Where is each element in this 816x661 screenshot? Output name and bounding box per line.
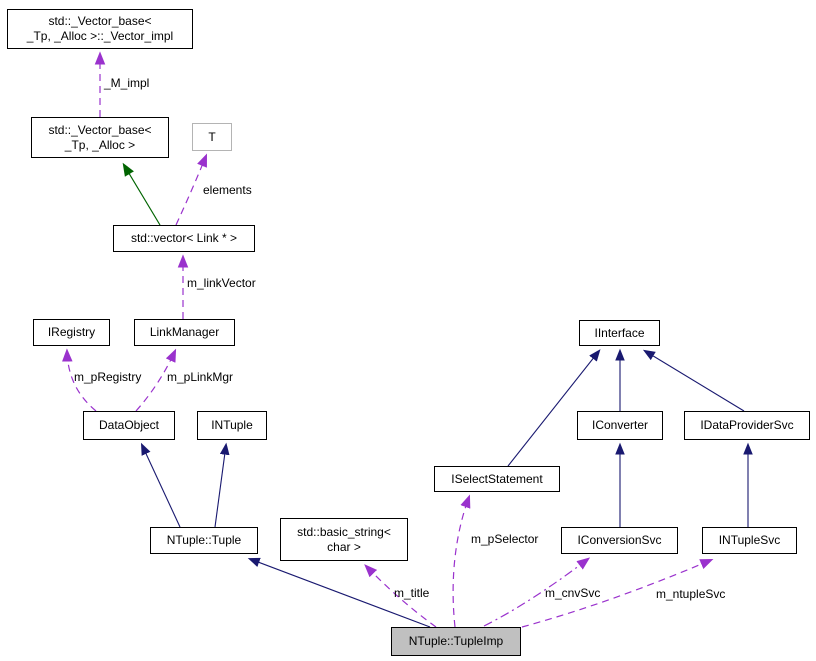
edge-label-m-ntuplesvc: m_ntupleSvc [656,587,726,601]
edge-tuple-to-dataobject [140,442,181,528]
edge-label-m-pregistry: m_pRegistry [74,370,142,384]
node-iregistry[interactable]: IRegistry [33,319,110,346]
edge-m-ntuplesvc [521,558,714,628]
edge-idps-to-iinterface [642,349,745,412]
edge-m-pselector [452,494,471,628]
node-dataobject[interactable]: DataObject [83,411,175,440]
edge-vector-to-vectorbase [122,162,161,226]
node-ntuple-tuple[interactable]: NTuple::Tuple [150,527,258,554]
node-ntuple-tupleimp[interactable]: NTuple::TupleImp [391,627,521,656]
edge-label-m-title: m_title [394,586,430,600]
edge-label-m-plinkmgr: m_pLinkMgr [167,370,234,384]
node-vector-impl[interactable]: std::_Vector_base< _Tp, _Alloc >::_Vecto… [7,9,193,49]
edge-m-pregistry [62,348,97,412]
edge-label-m-impl: _M_impl [104,76,150,90]
edge-label-m-cnvsvc: m_cnvSvc [545,586,601,600]
node-vector-link[interactable]: std::vector< Link * > [113,225,255,252]
node-template-t[interactable]: T [192,123,232,151]
node-vector-base[interactable]: std::_Vector_base< _Tp, _Alloc > [31,117,169,158]
node-iinterface[interactable]: IInterface [579,320,660,346]
node-basic-string[interactable]: std::basic_string< char > [280,518,408,561]
edge-label-m-linkvector: m_linkVector [187,276,256,290]
edge-elements [175,153,207,226]
node-linkmanager[interactable]: LinkManager [134,319,235,346]
node-iconversionsvc[interactable]: IConversionSvc [561,527,678,554]
edge-m-cnvsvc [483,557,591,627]
node-idataprovidersvc[interactable]: IDataProviderSvc [684,411,810,440]
node-intuplesvc[interactable]: INTupleSvc [702,527,797,554]
node-iconverter[interactable]: IConverter [577,411,663,440]
edge-label-m-pselector: m_pSelector [471,532,539,546]
node-intuple[interactable]: INTuple [197,411,267,440]
node-iselectstatement[interactable]: ISelectStatement [434,466,560,492]
edge-tupleimp-to-tuple [247,557,431,628]
edge-label-elements: elements [203,183,252,197]
edge-tuple-to-intuple [214,442,230,528]
edge-m-plinkmgr [135,348,177,412]
edge-iselect-to-iinterface [507,349,601,467]
